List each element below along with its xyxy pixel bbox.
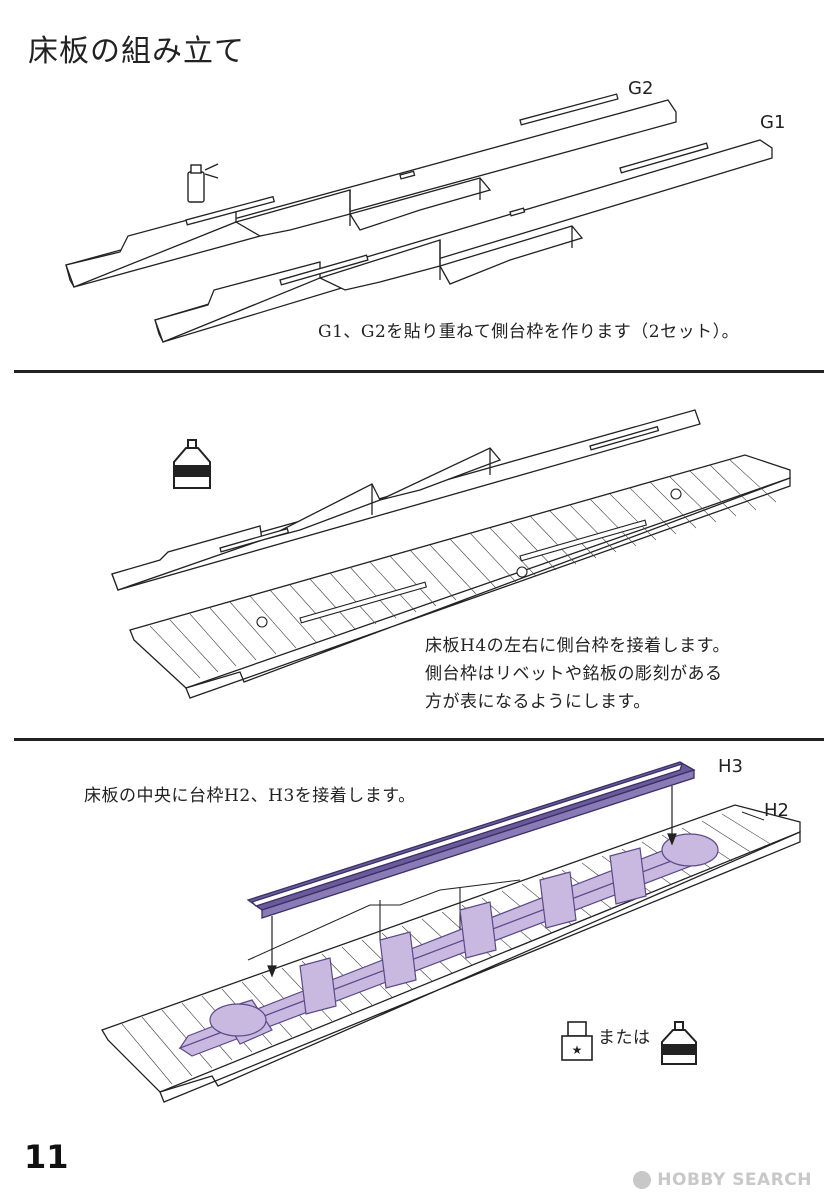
- step2-caption-line-2: 側台枠はリベットや銘板の彫刻がある: [425, 664, 723, 684]
- side-frame-step3: [247, 879, 521, 961]
- watermark-logo-icon: [633, 1171, 652, 1189]
- step2-caption-line-3: 方が表になるようにします。: [425, 692, 651, 712]
- step2-caption-line-1: 床板H4の左右に側台枠を接着します。: [425, 636, 730, 656]
- page-title: 床板の組み立て: [28, 34, 245, 69]
- or-text: または: [598, 1028, 651, 1048]
- glue-bottle-icon: [173, 439, 211, 489]
- label-g1: G1: [760, 112, 786, 133]
- floor-planks-h4: [149, 459, 777, 679]
- section-divider-2: [14, 738, 824, 741]
- glue-bottle-icon-step3: [661, 1021, 697, 1065]
- center-frame-h3: [246, 761, 696, 919]
- label-g2: G2: [628, 78, 654, 99]
- step3-caption: 床板の中央に台枠H2、H3を接着します。: [84, 786, 416, 806]
- spray-can-icon: [187, 163, 219, 203]
- watermark: HOBBY SEARCH: [633, 1170, 812, 1190]
- page-number: 11: [24, 1138, 69, 1176]
- label-h2: H2: [764, 800, 789, 821]
- floor-beams-h4: [256, 488, 682, 628]
- watermark-text: HOBBY SEARCH: [657, 1170, 812, 1190]
- step1-caption: G1、G2を貼り重ねて側台枠を作ります（2セット）。: [318, 322, 740, 342]
- side-frame-g1: [154, 139, 773, 343]
- section-divider-1: [14, 370, 824, 373]
- center-frame-h2: [178, 833, 719, 1057]
- adhesive-tube-icon: ★: [561, 1021, 593, 1061]
- label-h3: H3: [718, 756, 743, 777]
- placement-arrows: [267, 786, 677, 978]
- side-frame-g2: [65, 93, 677, 288]
- h2-leader: [741, 811, 765, 821]
- step2-caption: 床板H4の左右に側台枠を接着します。 側台枠はリベットや銘板の彫刻がある 方が表…: [425, 632, 730, 716]
- floor-panel-h4: [129, 454, 791, 699]
- svg-text:★: ★: [572, 1043, 583, 1057]
- side-frame-upper: [111, 409, 701, 591]
